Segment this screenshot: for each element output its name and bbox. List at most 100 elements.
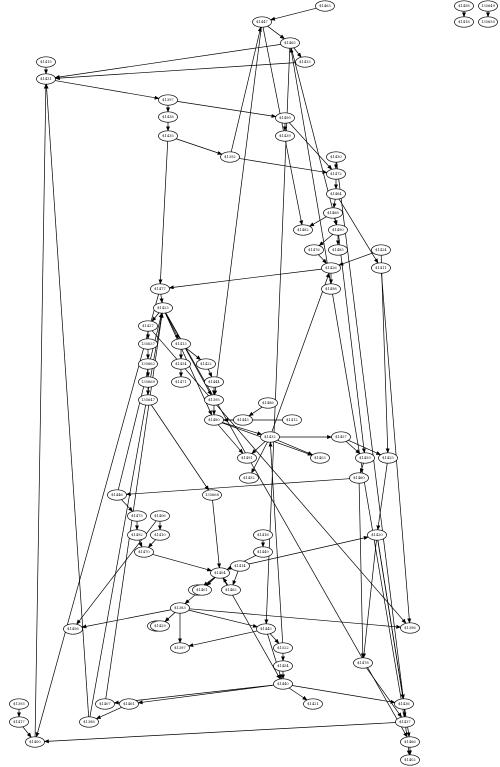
node-ellipse (138, 394, 158, 406)
node-label: $1415 (40, 60, 52, 64)
node-ellipse (328, 244, 348, 256)
node-ellipse (127, 510, 147, 522)
graph-node: $1412 (282, 414, 302, 426)
graph-node: $1439 (275, 130, 295, 142)
graph-node: $1486 (258, 397, 278, 409)
node-label: $1477 (154, 287, 166, 291)
node-label: 135668 (205, 493, 219, 497)
graph-node: $1425 (378, 452, 398, 464)
node-label: $1404 (214, 571, 226, 575)
node-label: $1439 (279, 134, 291, 138)
node-ellipse (107, 489, 127, 501)
graph-node: $1464 (326, 188, 346, 200)
graph-node: $1443 (233, 414, 253, 426)
graph-node: $1498 (321, 283, 341, 295)
graph-node: $1466 (400, 736, 420, 748)
node-label: $1440 (277, 682, 289, 686)
node-label: $1388 (83, 720, 95, 724)
node-label: $1460 (353, 476, 365, 480)
node-label: $1395 (208, 398, 220, 402)
graph-edge (336, 162, 405, 700)
graph-edge (338, 198, 379, 264)
node-ellipse (233, 414, 253, 426)
node-label: $1396 (404, 626, 416, 630)
node-ellipse (321, 262, 341, 274)
node-ellipse (127, 529, 147, 541)
node-label: $1443 (237, 418, 249, 422)
graph-node: $1426 (321, 262, 341, 274)
graph-node: $1403 (310, 452, 330, 464)
edge-layer (17, 7, 490, 756)
node-label: $1472 (330, 172, 341, 176)
graph-node: $1454 (273, 660, 293, 672)
node-ellipse (315, 0, 335, 12)
graph-node: $1434 (171, 358, 191, 370)
node-label: $1476 (308, 248, 320, 252)
node-ellipse (454, 0, 474, 12)
node-label: $1486 (262, 401, 274, 405)
node-label: $1522 (277, 646, 288, 650)
node-ellipse (153, 302, 173, 314)
node-ellipse (150, 620, 170, 632)
graph-node: 135637 (138, 338, 158, 350)
node-ellipse (237, 452, 257, 464)
graph-node: $1437 (395, 716, 415, 728)
node-label: $1410 (154, 533, 166, 537)
graph-node: $1492 (127, 529, 147, 541)
graph-node: $1415 (36, 56, 56, 68)
graph-node: $1445 (256, 623, 276, 635)
node-label: $1478 (357, 661, 369, 665)
graph-edge (151, 330, 407, 624)
graph-node: $1456 (63, 623, 83, 635)
node-label: $1434 (175, 362, 187, 366)
graph-node: 135662 (138, 358, 158, 370)
graph-node: $1491 (237, 452, 257, 464)
graph-edge (175, 138, 223, 155)
graph-node: $1431 (36, 73, 56, 85)
graph-edge (362, 540, 377, 659)
graph-node: $1447 (252, 16, 272, 28)
node-ellipse (171, 358, 191, 370)
graph-node: $1433 (295, 56, 315, 68)
graph-node: 135650 (478, 16, 498, 28)
node-label: $1435 (162, 134, 174, 138)
graph-node: $1402 (400, 754, 420, 766)
graph-node: $1393 (9, 698, 29, 710)
node-label: $1471 (175, 380, 186, 384)
node-ellipse (326, 151, 346, 163)
graph-node: $1478 (353, 657, 373, 669)
node-ellipse (134, 546, 154, 558)
graph-edge (345, 441, 361, 454)
node-label: $1492 (131, 533, 142, 537)
graph-edge (309, 216, 327, 227)
graph-edge (381, 273, 412, 624)
node-ellipse (310, 452, 330, 464)
graph-edge (113, 684, 274, 705)
graph-node: $1429 (150, 620, 170, 632)
node-ellipse (275, 112, 295, 124)
graph-edge (271, 272, 330, 433)
graph-node: $1427 (138, 320, 158, 332)
node-label: $1458 (458, 4, 470, 8)
graph-edge (376, 463, 388, 531)
graph-node: $1477 (150, 283, 170, 295)
graph-node: $1446 (107, 489, 127, 501)
graph-node: $1449 (253, 546, 273, 558)
graph-node: $1422 (196, 358, 216, 370)
graph-node: $1401 (192, 584, 212, 596)
node-label: 135637 (141, 342, 155, 346)
graph-node: $1472 (326, 168, 346, 180)
node-ellipse (171, 376, 191, 388)
node-label: $1480 (208, 418, 220, 422)
graph-edge (248, 406, 263, 417)
graph-edge (358, 483, 365, 659)
graph-edge (55, 80, 160, 100)
graph-edge (152, 554, 213, 572)
node-label: $1418 (458, 20, 470, 24)
node-ellipse (273, 660, 293, 672)
node-label: $1436 (398, 702, 410, 706)
graph-node: $1383 (170, 602, 190, 614)
node-ellipse (253, 546, 273, 558)
node-ellipse (204, 376, 224, 388)
